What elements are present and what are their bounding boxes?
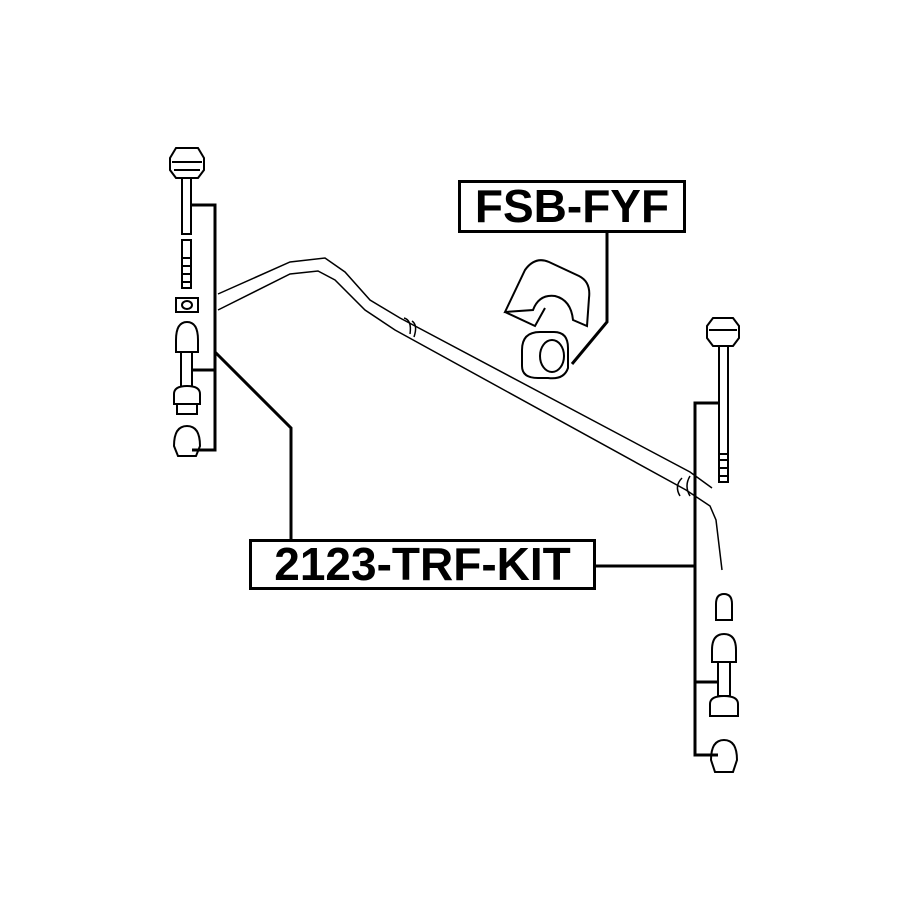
stabilizer-bushing <box>503 259 591 380</box>
left-stabilizer-link <box>169 147 205 457</box>
leader-lines <box>192 203 718 757</box>
stabilizer-bar <box>217 257 723 571</box>
part-label-2123-trf-kit: 2123-TRF-KIT <box>249 539 596 590</box>
right-stabilizer-link <box>706 317 740 773</box>
part-label-fsb-fyf: FSB-FYF <box>458 180 686 233</box>
